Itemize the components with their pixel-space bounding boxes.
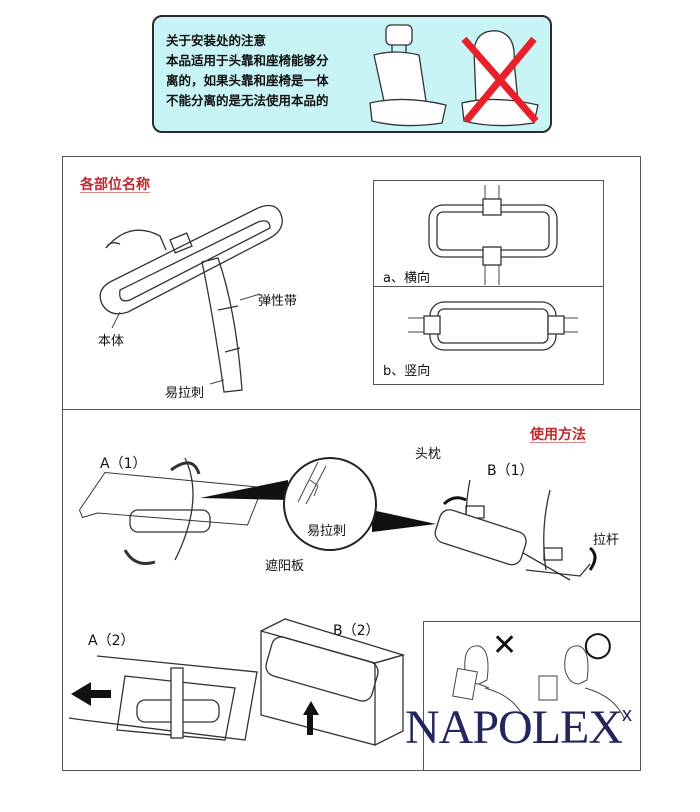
step-a1-label: A（1） <box>100 456 147 472</box>
label-sun-visor: 遮阳板 <box>265 559 305 574</box>
step-a2-label: A（2） <box>88 633 135 649</box>
orientation-box <box>373 180 604 385</box>
label-headrest: 头枕 <box>415 447 442 462</box>
seat-separable-icon <box>369 24 447 127</box>
label-velcro: 易拉刺 <box>165 386 205 401</box>
notice-line-3: 不能分离的是无法使用本品的 <box>166 93 329 108</box>
magnifier-label-velcro: 易拉刺 <box>307 524 347 539</box>
brand-logo-sup: x <box>622 704 632 726</box>
box-pocket-diagram <box>260 618 406 746</box>
instruction-frame <box>62 156 641 771</box>
label-horizontal: a、横向 <box>383 271 430 286</box>
orientation-divider <box>373 286 604 287</box>
label-vertical: b、竖向 <box>383 364 431 379</box>
sun-visor-pocket-diagram <box>68 655 258 741</box>
section-divider <box>62 409 641 410</box>
parts-section-title: 各部位名称 <box>80 177 150 193</box>
installation-notice: 关于安装处的注意 本品适用于头靠和座椅能够分 离的，如果头靠和座椅是一体 不能分… <box>152 15 552 133</box>
notice-title: 关于安装处的注意 <box>166 33 267 48</box>
headrest-wrong-diagram <box>452 645 526 721</box>
brand-logo: NAPOLEXx <box>405 700 632 755</box>
parts-diagram <box>99 204 283 393</box>
magnifier-callout <box>200 457 436 551</box>
headrest-comparison-box <box>423 621 641 771</box>
wrong-mark-icon: ✕ <box>492 628 518 663</box>
correct-mark-icon: ○ <box>583 624 613 664</box>
brand-logo-text: NAPOLEX <box>405 701 623 754</box>
notice-line-2: 离的，如果头靠和座椅是一体 <box>166 73 329 88</box>
step-b2-label: B（2） <box>333 623 380 639</box>
step-b1-label: B（1） <box>487 463 534 479</box>
label-elastic-band: 弹性带 <box>258 294 298 309</box>
headrest-diagram <box>434 479 597 581</box>
usage-section-title: 使用方法 <box>530 427 586 443</box>
label-body: 本体 <box>98 334 125 349</box>
label-rod: 拉杆 <box>593 533 620 548</box>
horizontal-orientation-diagram <box>428 185 558 285</box>
notice-text: 关于安装处的注意 本品适用于头靠和座椅能够分 离的，如果头靠和座椅是一体 不能分… <box>166 31 329 111</box>
seat-integrated-icon <box>461 30 539 127</box>
notice-line-1: 本品适用于头靠和座椅能够分 <box>166 53 329 68</box>
vertical-orientation-diagram <box>408 301 578 351</box>
headrest-correct-diagram <box>538 645 626 721</box>
